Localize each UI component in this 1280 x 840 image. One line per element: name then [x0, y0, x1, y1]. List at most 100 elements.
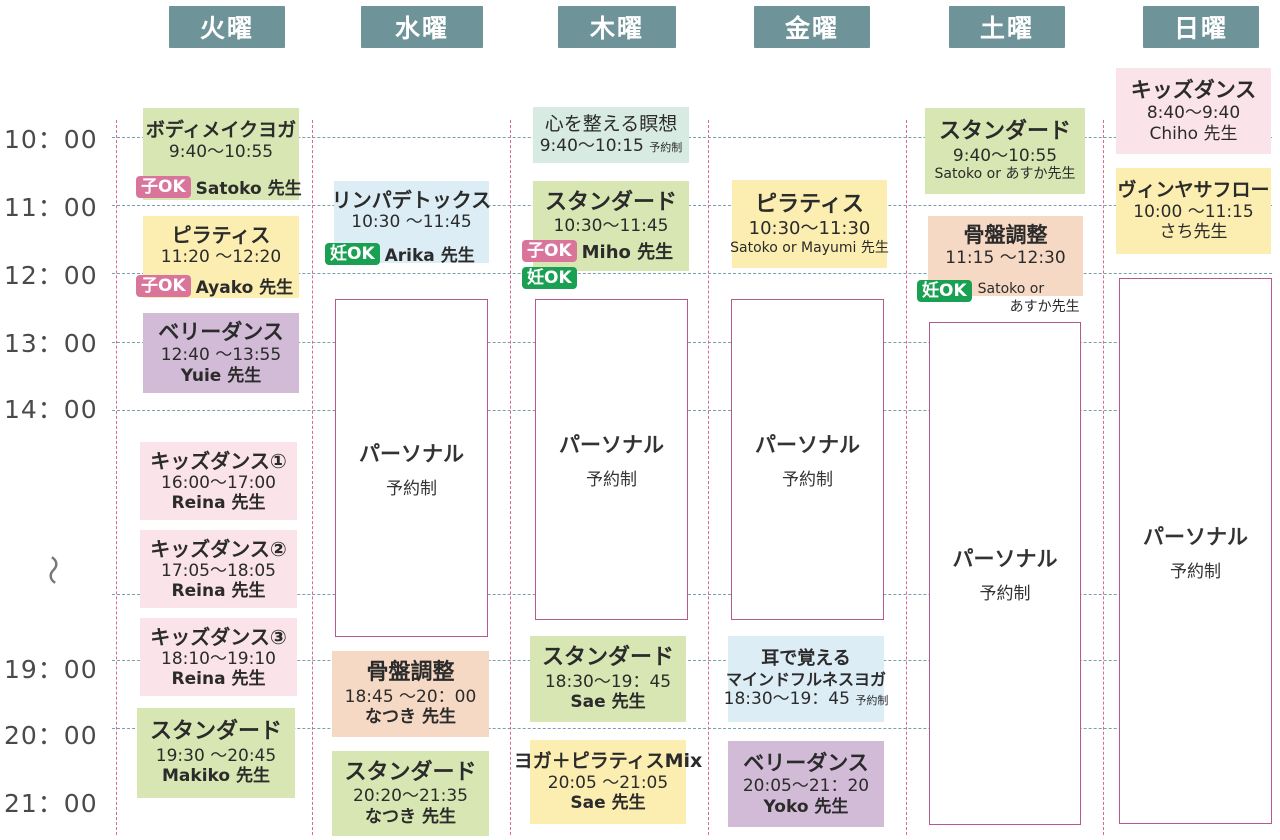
class-time: 9:40〜10:15 予約制: [540, 136, 683, 156]
class-teacher: Yuie 先生: [180, 365, 262, 386]
personal-session-sun[interactable]: パーソナル 予約制: [1119, 278, 1272, 824]
personal-subtitle: 予約制: [782, 470, 833, 490]
class-time: 9:40〜10:55: [168, 142, 274, 163]
class-time: 18:30〜19：45: [544, 671, 672, 692]
kid-ok-badge: 子OK: [522, 240, 577, 262]
class-time: 18:45 〜20：00: [344, 686, 477, 707]
class-teacher: Satoko or Mayumi 先生: [730, 239, 889, 256]
class-tue-kids-3[interactable]: キッズダンス③ 18:10〜19:10 Reina 先生: [140, 618, 297, 696]
class-wed-lymph-detox[interactable]: リンパデトックス 10:30 〜11:45: [331, 181, 492, 263]
time-label-12: 12：00: [4, 261, 98, 290]
class-teacher: Sae 先生: [570, 793, 646, 814]
grid-line-14: [112, 410, 1272, 411]
day-header-wed: 水曜: [361, 6, 483, 48]
class-title: キッズダンス②: [150, 536, 287, 561]
class-fri-bellydance[interactable]: ベリーダンス 20:05〜21：20 Yoko 先生: [728, 741, 884, 827]
preg-ok-badge: 妊OK: [522, 267, 577, 289]
class-title: 耳で覚える: [761, 648, 851, 670]
day-header-thu: 木曜: [558, 6, 676, 48]
grid-line-13: [112, 342, 1272, 343]
class-title: リンパデトックス: [331, 187, 492, 212]
class-teacher: Sae 先生: [570, 692, 646, 713]
class-thu-yoga-pilates-mix[interactable]: ヨガ＋ピラティスMix 20:05 〜21:05 Sae 先生: [514, 740, 702, 824]
preg-ok-badge: 妊OK: [325, 242, 380, 265]
class-teacher: Reina 先生: [171, 581, 266, 601]
class-sun-vinyasa-flow[interactable]: ヴィンヤサフロー 10:00 〜11:15 さち先生: [1116, 168, 1271, 254]
kid-ok-badge: 子OK: [136, 274, 191, 297]
class-time: 18:30〜19：45 予約制: [724, 689, 889, 709]
class-teacher: Reina 先生: [171, 669, 266, 689]
personal-session-thu[interactable]: パーソナル 予約制: [535, 299, 688, 620]
column-divider: [312, 120, 313, 835]
day-header-fri: 金曜: [754, 6, 870, 48]
class-time: 20:05〜21：20: [742, 776, 870, 797]
time-label-11: 11：00: [4, 193, 98, 222]
time-label-10: 10：00: [4, 125, 98, 154]
class-title: キッズダンス①: [150, 448, 287, 473]
teacher-line: あすか先生: [1009, 299, 1080, 316]
personal-session-fri[interactable]: パーソナル 予約制: [731, 299, 884, 620]
class-wed-standard[interactable]: スタンダード 20:20〜21:35 なつき 先生: [332, 751, 489, 836]
class-title: 骨盤調整: [366, 660, 455, 686]
teacher-line: Satoko or: [977, 281, 1045, 297]
personal-subtitle: 予約制: [386, 478, 437, 499]
class-time: 18:10〜19:10: [161, 648, 276, 669]
class-tue-kids-2[interactable]: キッズダンス② 17:05〜18:05 Reina 先生: [140, 530, 297, 608]
class-time: 20:05 〜21:05: [547, 773, 669, 793]
class-teacher-row: 子OK Ayako 先生: [136, 273, 293, 298]
class-time: 20:20〜21:35: [353, 786, 468, 807]
class-tue-pilates[interactable]: ピラティス 11:20 〜12:20: [143, 216, 299, 298]
class-title: スタンダード: [938, 119, 1071, 145]
personal-subtitle: 予約制: [979, 584, 1031, 604]
class-time: 11:20 〜12:20: [160, 246, 282, 267]
class-time: 19:30 〜20:45: [155, 745, 277, 766]
class-time: 10:30〜11:30: [748, 218, 871, 239]
class-time: 10:30 〜11:45: [351, 211, 472, 232]
personal-session-wed[interactable]: パーソナル 予約制: [335, 299, 488, 637]
class-title: スタンダード: [544, 189, 677, 215]
class-title: 心を整える瞑想: [544, 113, 678, 136]
class-title: キッズダンス: [1130, 78, 1257, 103]
time-gap-mark: 〜: [34, 555, 69, 585]
class-title: スタンダード: [541, 645, 674, 671]
class-fri-pilates[interactable]: ピラティス 10:30〜11:30 Satoko or Mayumi 先生: [730, 180, 889, 268]
class-tue-bodymake-yoga[interactable]: ボディメイクヨガ 9:40〜10:55: [143, 108, 299, 200]
class-tue-standard[interactable]: スタンダード 19:30 〜20:45 Makiko 先生: [137, 708, 295, 798]
class-title: ピラティス: [171, 222, 271, 247]
class-teacher: Satoko or あすか先生: [978, 280, 1080, 316]
personal-title: パーソナル: [1143, 524, 1248, 549]
class-teacher-row: 子OK Satoko 先生: [136, 174, 302, 199]
class-wed-pelvis[interactable]: 骨盤調整 18:45 〜20：00 なつき 先生: [332, 651, 489, 737]
class-teacher: Miho 先生: [581, 242, 674, 263]
class-time: 16:00〜17:00: [161, 472, 276, 493]
class-thu-meditation[interactable]: 心を整える瞑想 9:40〜10:15 予約制: [533, 107, 689, 163]
class-title: マインドフルネスヨガ: [726, 670, 887, 689]
column-divider: [116, 120, 117, 835]
class-sat-standard[interactable]: スタンダード 9:40〜10:55 Satoko or あすか先生: [925, 108, 1085, 194]
class-title: ヴィンヤサフロー: [1117, 179, 1270, 202]
class-thu-standard-pm[interactable]: スタンダード 18:30〜19：45 Sae 先生: [530, 636, 686, 722]
day-header-sun: 日曜: [1143, 6, 1259, 48]
time-label-20: 20：00: [4, 721, 98, 750]
class-teacher: Satoko 先生: [195, 179, 302, 199]
class-time: 8:40〜9:40: [1146, 103, 1241, 124]
class-title: ベリーダンス: [158, 320, 284, 345]
class-teacher: Arika 先生: [384, 246, 475, 266]
personal-title: パーソナル: [952, 547, 1058, 571]
class-time: 10:30〜11:45: [553, 216, 669, 236]
class-tue-bellydance[interactable]: ベリーダンス 12:40 〜13:55 Yuie 先生: [143, 313, 299, 393]
class-sun-kids-dance[interactable]: キッズダンス 8:40〜9:40 Chiho 先生: [1116, 68, 1271, 154]
class-time: 10:00 〜11:15: [1133, 202, 1254, 222]
grid-line-12: [112, 273, 1272, 274]
class-tue-kids-1[interactable]: キッズダンス① 16:00〜17:00 Reina 先生: [140, 442, 297, 520]
personal-session-sat[interactable]: パーソナル 予約制: [929, 322, 1081, 825]
personal-subtitle: 予約制: [1170, 561, 1221, 582]
time-label-19: 19：00: [4, 655, 98, 684]
time-label-13: 13：00: [4, 329, 98, 358]
column-divider: [906, 120, 907, 835]
class-time: 11:15 〜12:30: [945, 248, 1066, 269]
class-fri-mindfulness-yoga[interactable]: 耳で覚える マインドフルネスヨガ 18:30〜19：45 予約制: [724, 636, 888, 722]
class-teacher: Reina 先生: [171, 493, 266, 513]
class-teacher: なつき 先生: [365, 707, 456, 728]
grid-line-11: [112, 205, 1272, 206]
